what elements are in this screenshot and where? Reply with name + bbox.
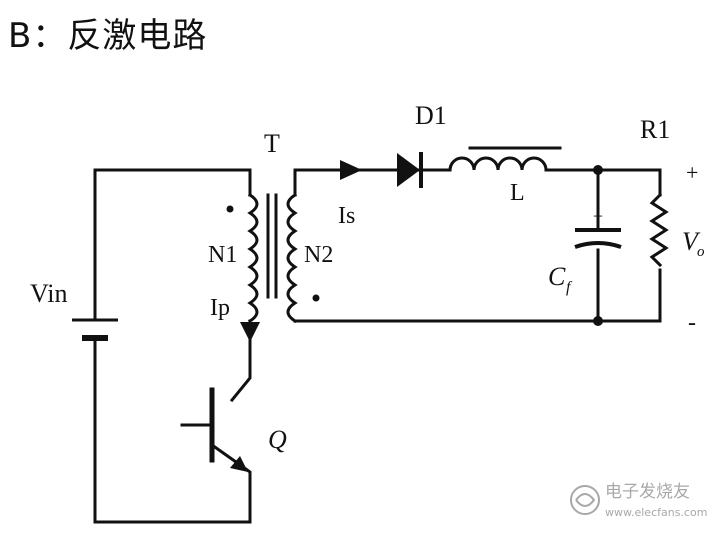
label-secondary-winding: N2 <box>304 242 333 268</box>
wire-switch-emitter <box>233 459 252 524</box>
primary-polarity-dot <box>226 205 234 213</box>
label-output-voltage-sub: o <box>697 244 705 260</box>
label-resistor: R1 <box>640 115 670 144</box>
label-minus-terminal: - <box>688 310 696 336</box>
wire-secondary-bottom <box>293 268 662 323</box>
switch-emitter-lead <box>209 442 239 465</box>
page-title: B：反激电路 <box>8 16 208 56</box>
watermark-logo-icon <box>570 485 600 515</box>
wire-secondary-top <box>293 168 452 197</box>
label-output-voltage: V <box>682 227 701 256</box>
capacitor-plus-mark: + <box>593 206 603 226</box>
wire-input-left-bottom <box>93 338 252 524</box>
junction-dot-bottom <box>593 316 603 326</box>
label-inductor: L <box>510 180 525 206</box>
secondary-current-arrow <box>340 160 362 180</box>
resistor-zigzag <box>649 192 669 268</box>
primary-current-arrow <box>240 322 260 342</box>
watermark: 电子发烧友 www.elecfans.com <box>570 482 707 519</box>
wire-output-top <box>596 168 662 197</box>
emitter-arrow <box>230 456 248 472</box>
capacitor-bottom-plate <box>574 241 622 249</box>
label-primary-winding: N1 <box>208 242 237 268</box>
secondary-winding-coil <box>286 192 298 324</box>
wire-input-top <box>93 168 252 197</box>
label-switch: Q <box>268 425 287 454</box>
label-input-source: Vin <box>30 279 67 308</box>
label-capacitor-sub: f <box>566 279 573 296</box>
primary-winding-coil <box>247 192 259 324</box>
diode-triangle <box>397 153 420 187</box>
watermark-url: www.elecfans.com <box>605 506 707 519</box>
secondary-polarity-dot <box>312 294 320 302</box>
junction-dot-top <box>593 165 603 175</box>
label-primary-current: Ip <box>210 295 230 321</box>
label-diode: D1 <box>415 101 447 130</box>
label-secondary-current: Is <box>338 203 355 229</box>
label-transformer: T <box>264 129 280 158</box>
label-capacitor: C <box>548 262 566 291</box>
watermark-cn: 电子发烧友 <box>605 482 690 502</box>
inductor-coil <box>448 156 600 172</box>
label-plus-terminal: + <box>686 160 698 185</box>
